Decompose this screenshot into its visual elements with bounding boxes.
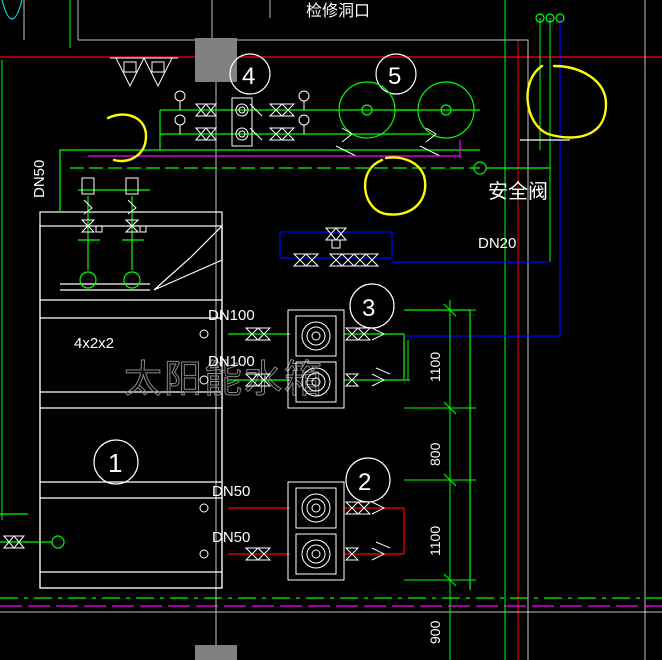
bypass-valves	[292, 227, 380, 267]
column-block-bottom	[195, 645, 237, 660]
column-block-top	[195, 38, 237, 82]
dn100-upper-label: DN100	[208, 307, 255, 324]
svg-text:2: 2	[358, 469, 371, 496]
svg-text:1: 1	[108, 448, 122, 478]
dim-900: 900	[427, 620, 443, 644]
top-filter-units	[231, 97, 253, 147]
top-opening-label: 检修洞口	[306, 2, 370, 20]
vent-caps	[110, 57, 178, 88]
marker-5: 5	[375, 53, 417, 95]
left-outlet	[0, 513, 65, 549]
pump-bottom-valves	[335, 127, 441, 157]
marker-3: 3	[349, 283, 395, 329]
highlight-left	[106, 113, 148, 163]
lower-filter-units	[287, 481, 345, 581]
lower-pipes	[228, 507, 405, 555]
safety-valve-label: 安全阀	[488, 180, 548, 203]
marker-2: 2	[345, 457, 391, 503]
safety-valve-pipes	[473, 161, 550, 175]
svg-text:4: 4	[242, 63, 255, 90]
lower-pipe-ends	[199, 329, 209, 559]
tank-top-pipes	[59, 149, 480, 289]
circulation-pumps	[338, 81, 475, 139]
gauges	[174, 90, 310, 134]
top-valves	[194, 103, 296, 141]
tank-size-label: 4x2x2	[74, 335, 114, 352]
dn50-lower-label: DN50	[212, 529, 250, 546]
lower-valves	[244, 501, 391, 561]
dim-1100-lower: 1100	[427, 526, 443, 556]
dn100-lower-label: DN100	[208, 353, 255, 370]
dn50-vertical-label: DN50	[31, 160, 48, 198]
marker-1: 1	[93, 439, 139, 485]
blue-pipes	[279, 18, 561, 337]
marker-4: 4	[229, 53, 271, 95]
dimension-lines	[404, 300, 476, 660]
dim-800: 800	[427, 442, 443, 466]
tank-top-valves	[80, 177, 147, 233]
middle-valves	[244, 327, 391, 387]
svg-text:5: 5	[388, 63, 401, 90]
dim-1100-upper: 1100	[427, 352, 443, 382]
svg-text:3: 3	[362, 295, 375, 322]
dn20-label: DN20	[478, 235, 516, 252]
top-right-fittings	[520, 13, 570, 141]
dn50-upper-label: DN50	[212, 483, 250, 500]
yellow-highlights	[106, 64, 608, 216]
highlight-right	[526, 64, 608, 139]
highlight-center	[364, 156, 427, 216]
middle-filter-units	[287, 309, 345, 409]
